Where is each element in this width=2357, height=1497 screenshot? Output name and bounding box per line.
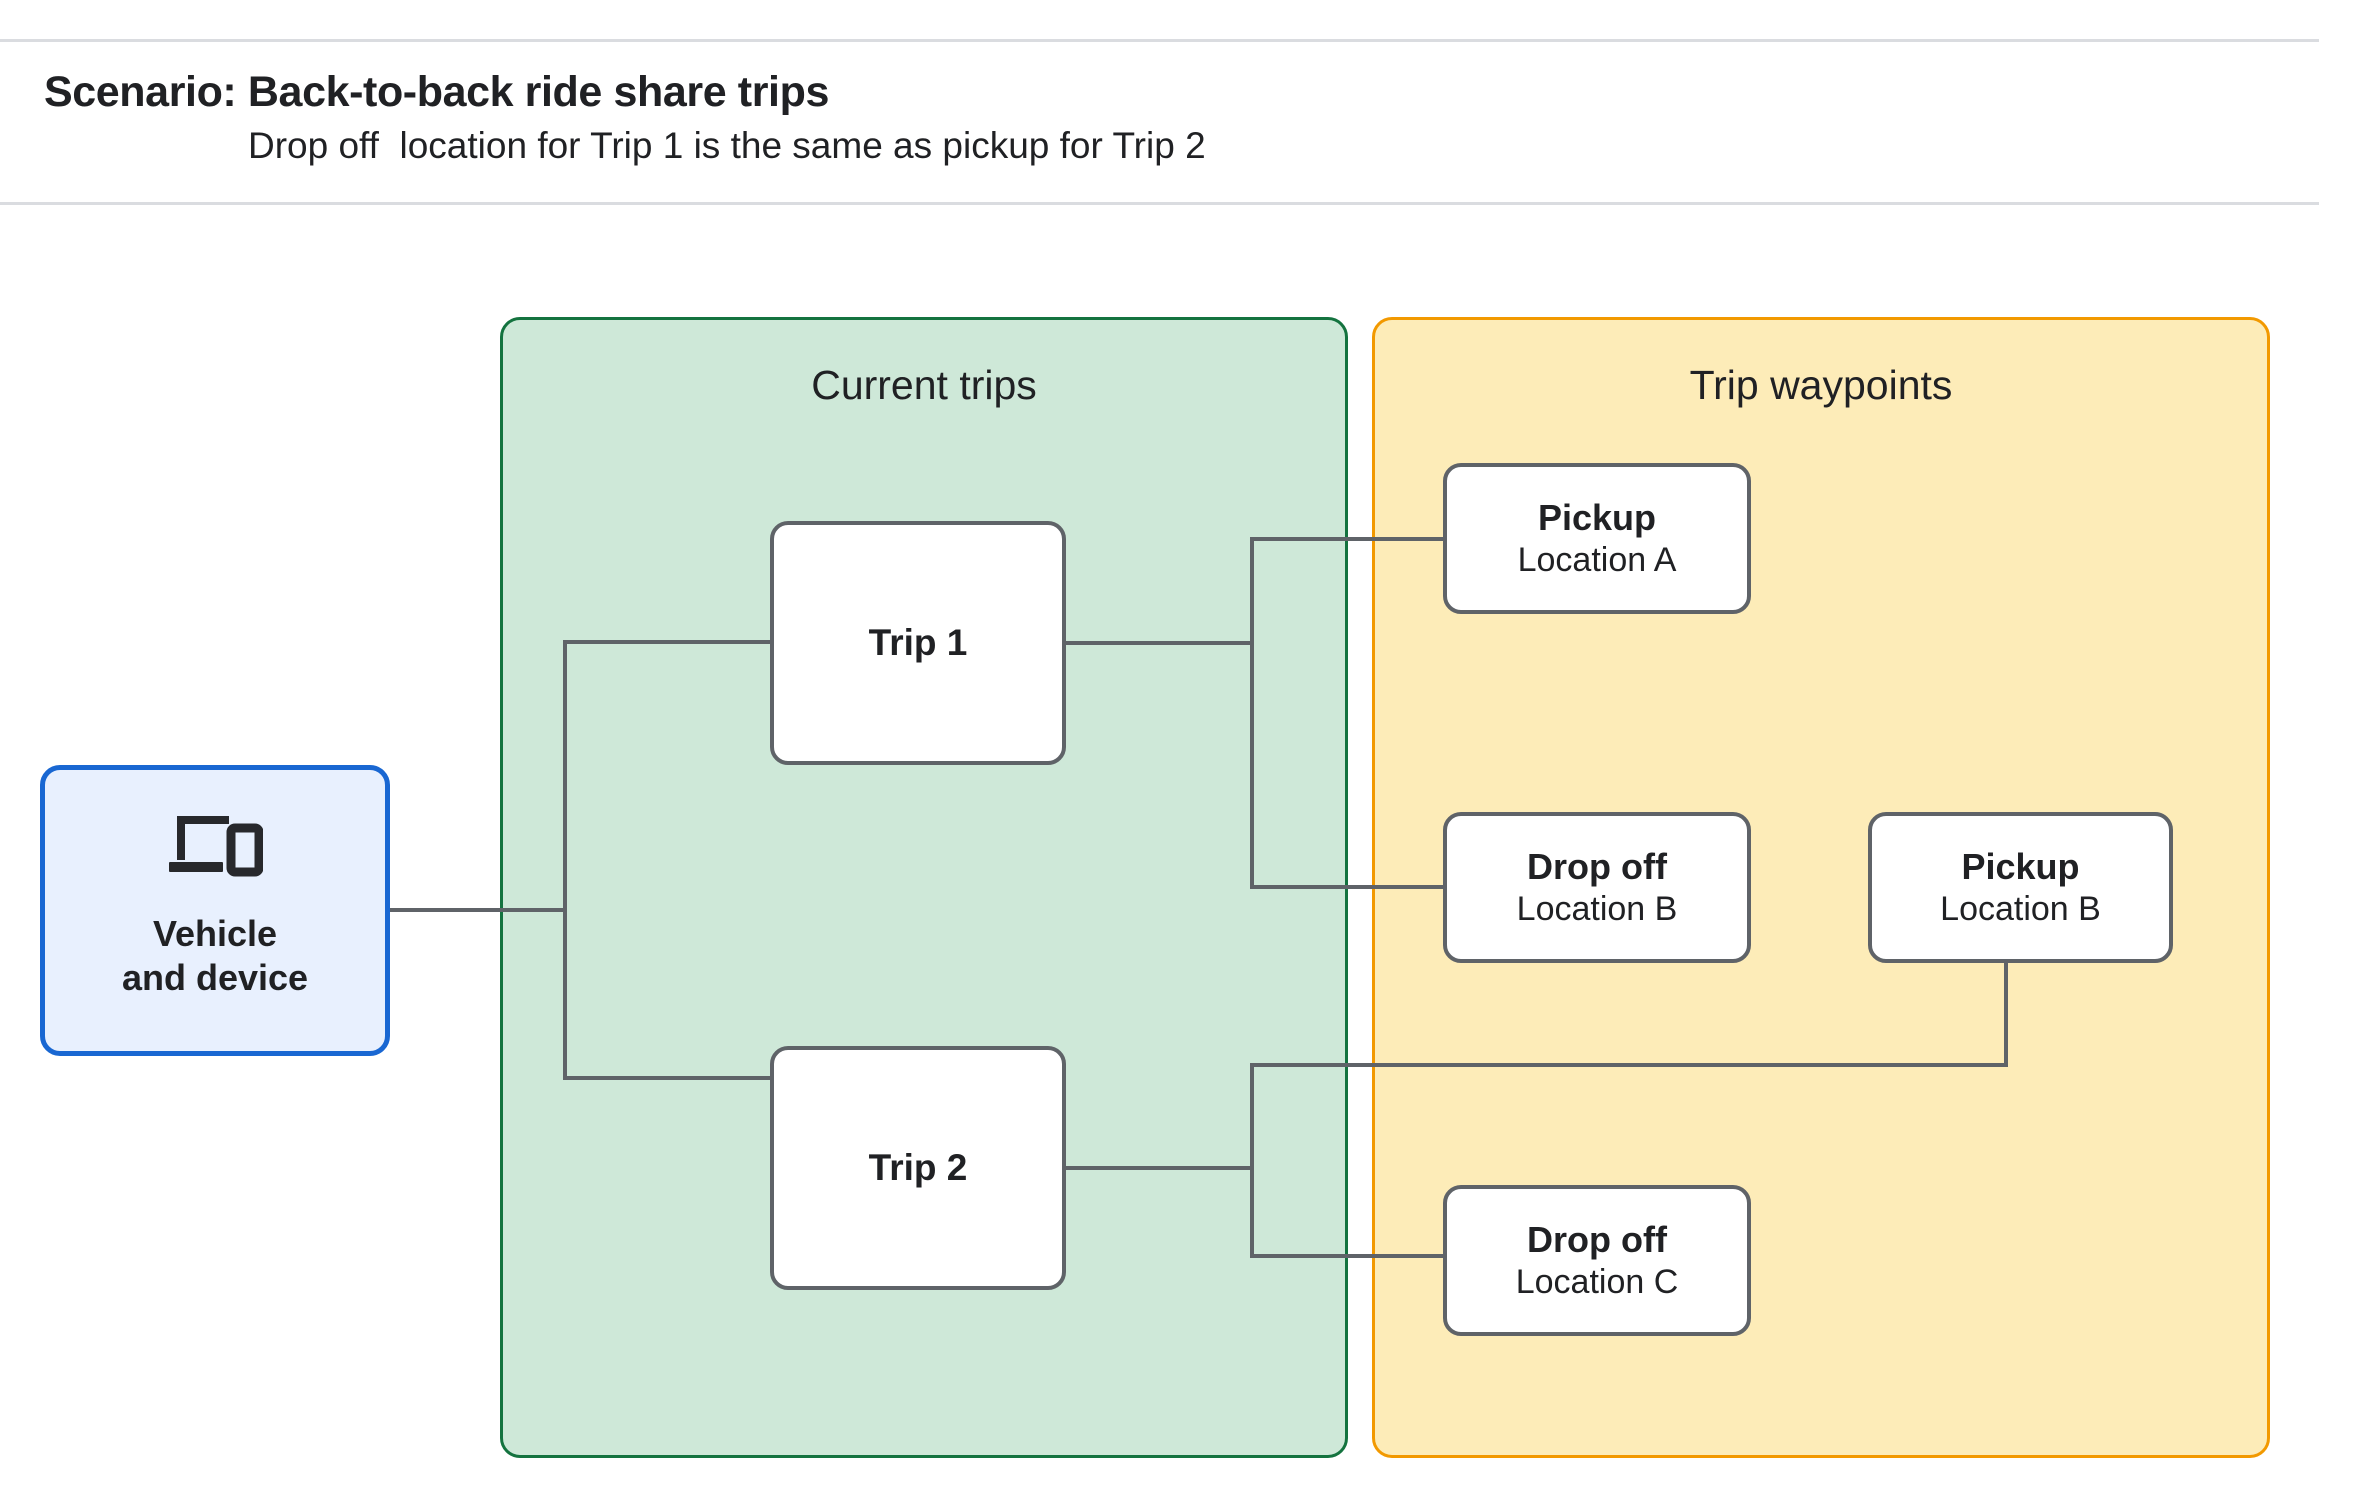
- connector-vehicle-to-spine: [390, 908, 567, 912]
- connector-trip-2-out: [1062, 1166, 1254, 1170]
- connector-trip-2-to-dropoff-c: [1250, 1254, 1447, 1258]
- connector-pickup-b-down: [2004, 960, 2008, 1067]
- node-pickup-a-location: Location A: [1517, 540, 1677, 579]
- connector-trip-2-vertical: [1250, 1063, 1254, 1258]
- header-divider-bottom: [0, 202, 2319, 205]
- group-current-trips-title: Current trips: [811, 362, 1037, 408]
- node-dropoff-c-title: Drop off: [1527, 1219, 1667, 1261]
- node-dropoff-location-c[interactable]: Drop off Location C: [1443, 1185, 1751, 1336]
- node-vehicle-and-device[interactable]: Vehicle and device: [40, 765, 390, 1056]
- node-dropoff-c-location: Location C: [1515, 1262, 1679, 1301]
- header-divider-top: [0, 39, 2319, 42]
- connector-trip-1-out: [1062, 641, 1254, 645]
- connector-trip-1-vertical: [1250, 537, 1254, 889]
- node-pickup-location-a[interactable]: Pickup Location A: [1443, 463, 1751, 614]
- connector-trip-2-to-pickup-b: [1250, 1063, 2008, 1067]
- page-subtitle: Drop off location for Trip 1 is the same…: [248, 125, 1206, 166]
- connector-trip-1-to-dropoff-b: [1250, 885, 1447, 889]
- node-pickup-b-title: Pickup: [1961, 846, 2080, 888]
- group-trip-waypoints-title: Trip waypoints: [1689, 362, 1953, 408]
- node-dropoff-b-title: Drop off: [1527, 846, 1667, 888]
- node-dropoff-b-location: Location B: [1516, 889, 1678, 928]
- node-pickup-location-b[interactable]: Pickup Location B: [1868, 812, 2173, 963]
- connector-spine-vertical: [563, 640, 567, 1080]
- node-pickup-b-location: Location B: [1940, 889, 2101, 928]
- node-trip-1-label: Trip 1: [868, 622, 968, 664]
- page-title: Scenario: Back-to-back ride share trips: [44, 68, 829, 116]
- devices-icon: [167, 812, 263, 878]
- node-trip-2[interactable]: Trip 2: [770, 1046, 1066, 1290]
- connector-spine-to-trip-1: [563, 640, 774, 644]
- node-dropoff-location-b[interactable]: Drop off Location B: [1443, 812, 1751, 963]
- node-vehicle-label: Vehicle and device: [121, 913, 309, 998]
- connector-spine-to-trip-2: [563, 1076, 774, 1080]
- node-pickup-a-title: Pickup: [1537, 497, 1657, 539]
- node-trip-1[interactable]: Trip 1: [770, 521, 1066, 765]
- connector-trip-1-to-pickup-a: [1250, 537, 1447, 541]
- node-trip-2-label: Trip 2: [868, 1147, 968, 1189]
